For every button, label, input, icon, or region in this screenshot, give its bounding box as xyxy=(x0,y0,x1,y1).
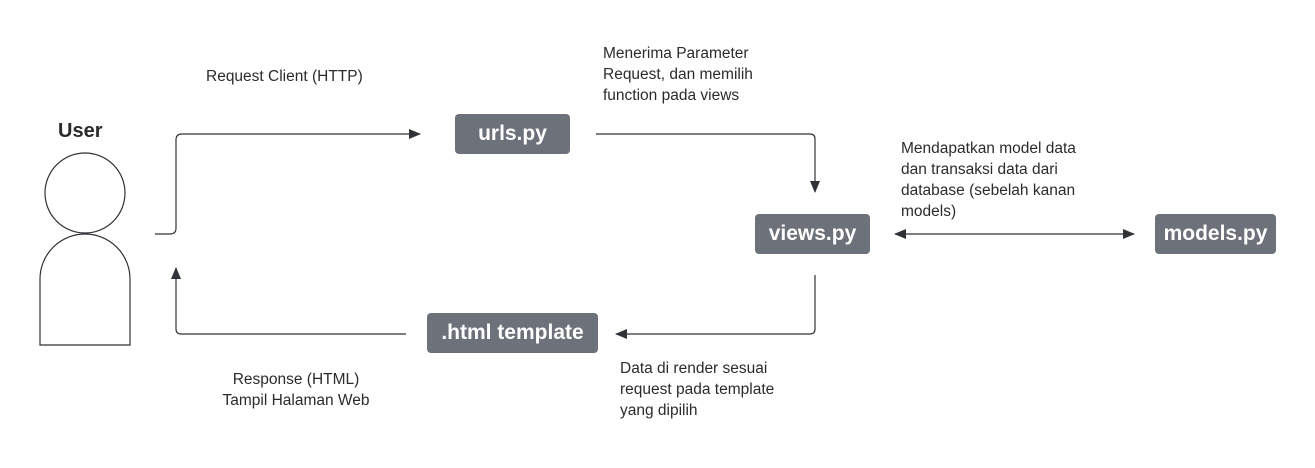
user-figure-icon xyxy=(39,152,131,346)
urls-node: urls.py xyxy=(455,114,570,154)
response-arrow xyxy=(171,267,406,335)
user-body-shape xyxy=(39,233,131,346)
template-node: .html template xyxy=(427,313,598,353)
response-label: Response (HTML) Tampil Halaman Web xyxy=(222,371,370,409)
render-label: Data di render sesuai request pada templ… xyxy=(620,360,775,419)
request-arrow xyxy=(155,129,421,235)
user-head-shape xyxy=(44,152,126,234)
request-label: Request Client (HTTP) xyxy=(206,68,363,85)
user-label: User xyxy=(58,120,103,142)
models-label: Mendapatkan model data dan transaksi dat… xyxy=(901,140,1076,220)
urls-to-views-arrow xyxy=(596,133,820,193)
params-label: Menerima Parameter Request, dan memilih … xyxy=(603,45,753,104)
views-to-template-arrow xyxy=(615,275,816,339)
models-node: models.py xyxy=(1155,214,1276,254)
views-node: views.py xyxy=(755,214,870,254)
